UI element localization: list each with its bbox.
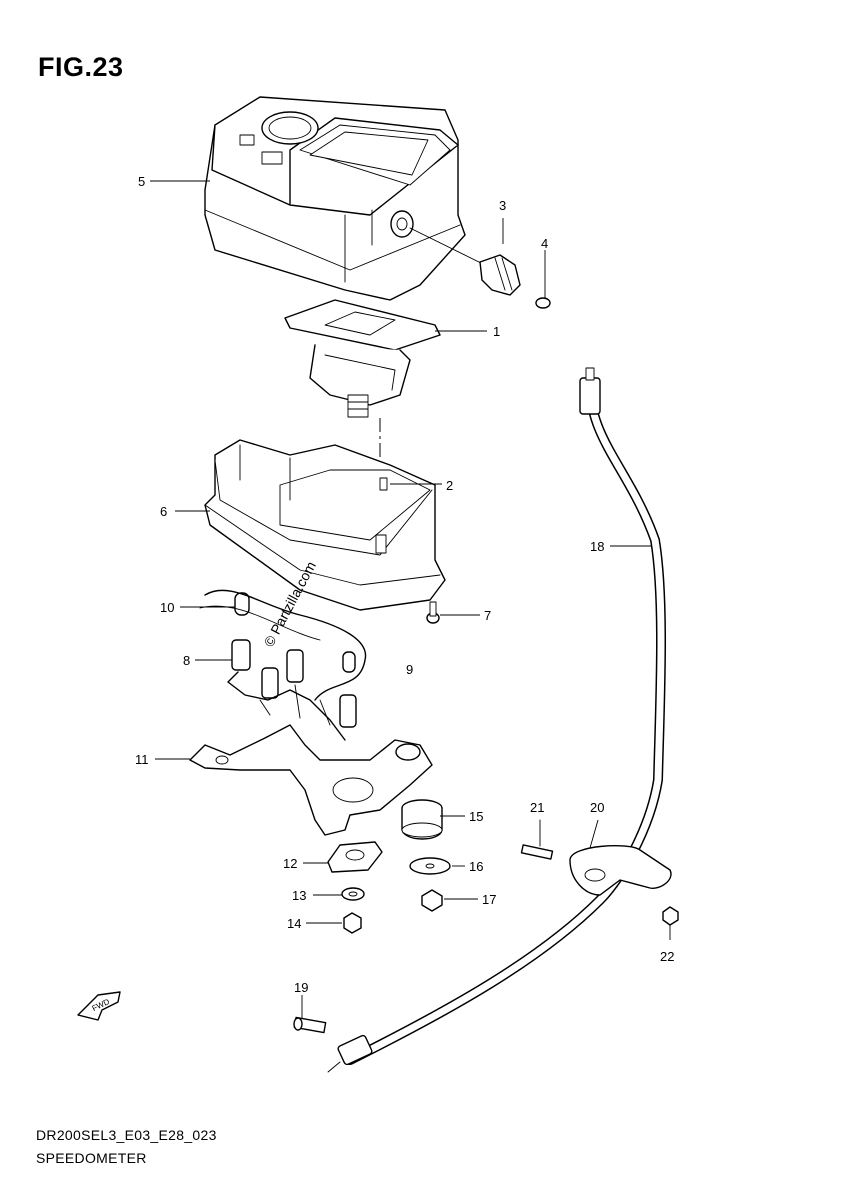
cable-clamp-part-20[interactable]	[569, 845, 672, 896]
damper-part-15[interactable]	[401, 799, 443, 840]
meter-bracket-part-11[interactable]	[189, 724, 433, 836]
wire-harness-part-9[interactable]	[199, 589, 367, 701]
callout-21: 21	[530, 800, 544, 815]
clamp-part-12[interactable]	[327, 841, 383, 873]
callout-15: 15	[469, 809, 483, 824]
callout-2: 2	[446, 478, 453, 493]
figure-title: FIG.23	[38, 52, 124, 82]
callout-14: 14	[287, 916, 301, 931]
callout-12: 12	[283, 856, 297, 871]
fwd-arrow-icon: FWD	[77, 991, 121, 1021]
callout-4: 4	[541, 236, 548, 251]
callout-11: 11	[135, 752, 149, 767]
bolt-part-21[interactable]	[520, 819, 554, 860]
screw-part-4[interactable]	[535, 257, 551, 309]
bulb-socket-part-8[interactable]	[227, 639, 357, 741]
callout-7: 7	[484, 608, 491, 623]
callout-9: 9	[406, 662, 413, 677]
washer-part-16[interactable]	[409, 857, 451, 875]
trip-knob-part-3[interactable]	[409, 227, 521, 296]
callout-13: 13	[292, 888, 306, 903]
callout-17: 17	[482, 892, 496, 907]
nut-part-14[interactable]	[343, 912, 362, 934]
callout-1: 1	[493, 324, 500, 339]
speedometer-cable-part-18[interactable]	[327, 367, 667, 1073]
nut-part-17[interactable]	[421, 889, 443, 912]
callout-numbers: 5 3 4 1 2 6 7 10 8 9 11 15 16 17 12 13 1…	[135, 174, 674, 995]
upper-meter-case-part-5[interactable]	[204, 96, 466, 301]
screw-part-7[interactable]	[426, 601, 440, 624]
callout-10: 10	[160, 600, 174, 615]
callout-5: 5	[138, 174, 145, 189]
diagram-name: SPEEDOMETER	[36, 1150, 147, 1166]
nut-part-22[interactable]	[662, 906, 679, 926]
meter-assembly-part-1[interactable]	[284, 299, 441, 418]
callout-18: 18	[590, 539, 604, 554]
callout-3: 3	[499, 198, 506, 213]
callout-6: 6	[160, 504, 167, 519]
callout-16: 16	[469, 859, 483, 874]
callout-20: 20	[590, 800, 604, 815]
callout-19: 19	[294, 980, 308, 995]
callout-22: 22	[660, 949, 674, 964]
diagram-code: DR200SEL3_E03_E28_023	[36, 1127, 217, 1143]
leader-lines	[150, 180, 671, 1018]
screw-part-2[interactable]	[379, 477, 388, 491]
callout-8: 8	[183, 653, 190, 668]
washer-part-13[interactable]	[341, 887, 365, 901]
lower-meter-case-part-6[interactable]	[204, 439, 446, 611]
bolt-part-19[interactable]	[293, 1016, 327, 1034]
